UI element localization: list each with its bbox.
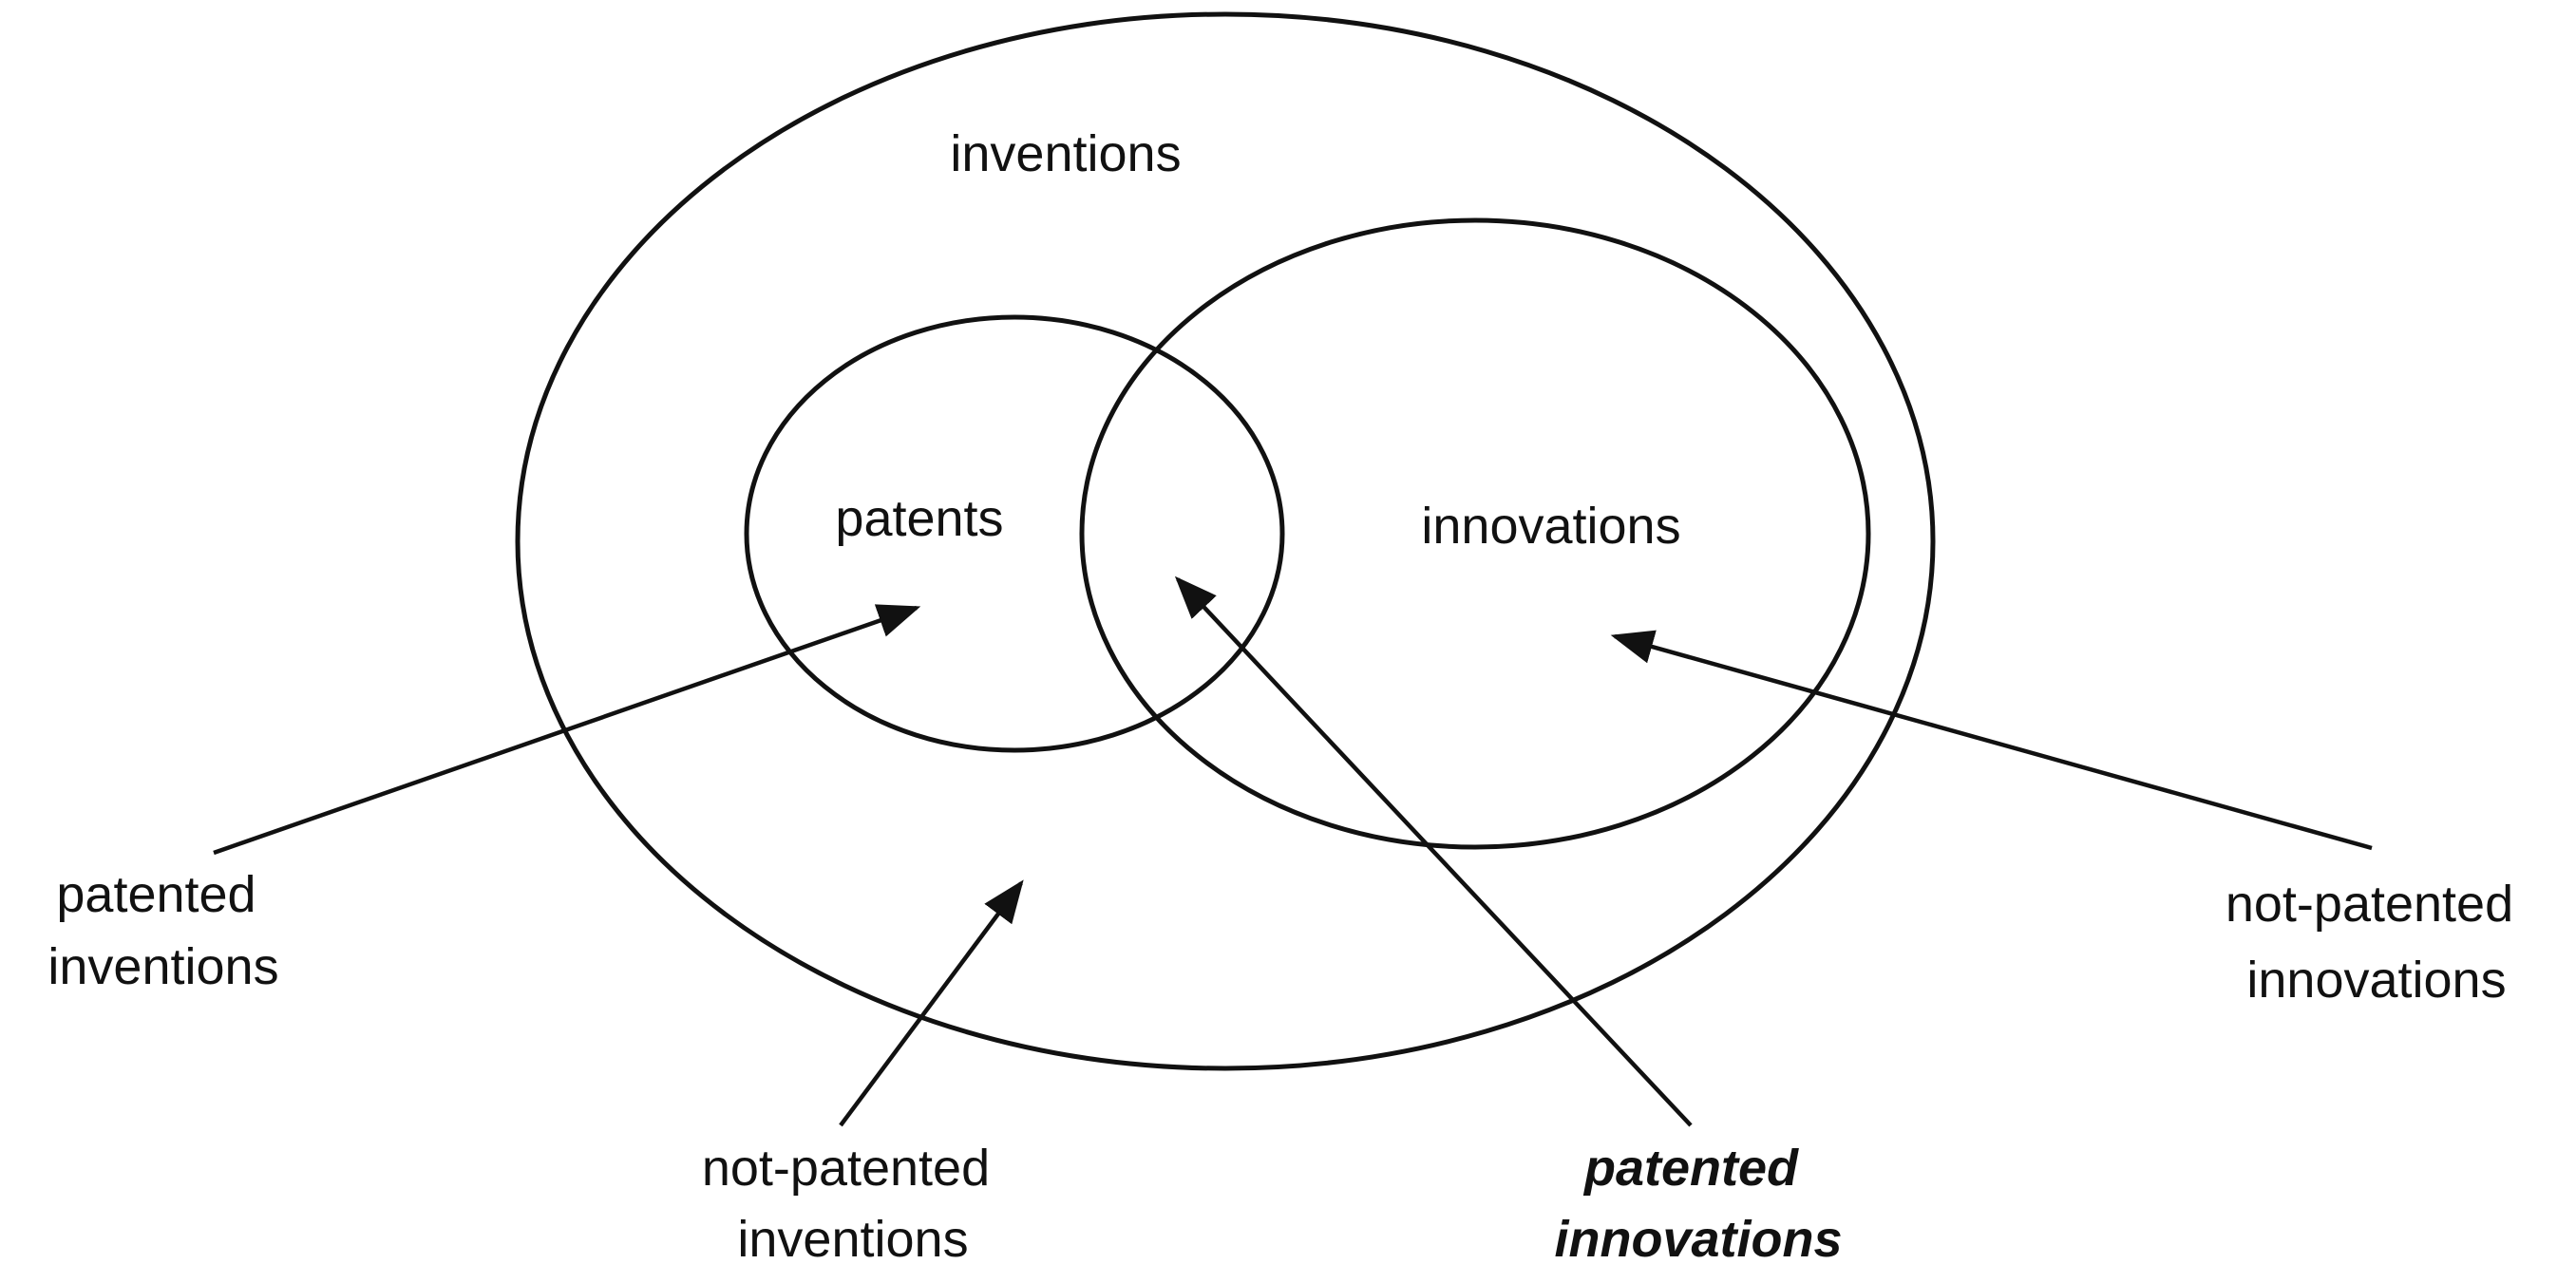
- patented-innovations-arrow: [1174, 575, 1693, 1127]
- patented-inventions-line-2: inventions: [47, 938, 278, 995]
- not-patented-innovations-arrow: [1610, 630, 2373, 851]
- not-patented-inventions-line-2: inventions: [737, 1211, 968, 1268]
- not-patented-inventions-label: not-patented inventions: [702, 1140, 1004, 1268]
- patented-inventions-line-1: patented: [56, 866, 256, 923]
- patented-inventions-label: patented inventions: [47, 866, 278, 995]
- inventions-ellipse: [515, 11, 1936, 1071]
- not-patented-inventions-arrow: [839, 879, 1024, 1127]
- innovations-label: innovations: [1421, 498, 1680, 555]
- not-patented-inventions-line-1: not-patented: [702, 1140, 990, 1197]
- patented-inventions-arrow: [213, 604, 921, 856]
- innovations-ellipse: [1079, 217, 1871, 850]
- patented-innovations-line-1: patented: [1582, 1140, 1799, 1197]
- not-patented-innovations-line-1: not-patented: [2226, 876, 2513, 933]
- inventions-label: inventions: [950, 125, 1181, 182]
- patents-label: patents: [835, 490, 1003, 547]
- patented-innovations-label: patented innovations: [1554, 1140, 1842, 1268]
- not-patented-innovations-line-2: innovations: [2246, 952, 2506, 1009]
- not-patented-innovations-label: not-patented innovations: [2226, 876, 2528, 1009]
- patented-innovations-line-2: innovations: [1554, 1211, 1842, 1268]
- patents-ellipse: [744, 314, 1285, 753]
